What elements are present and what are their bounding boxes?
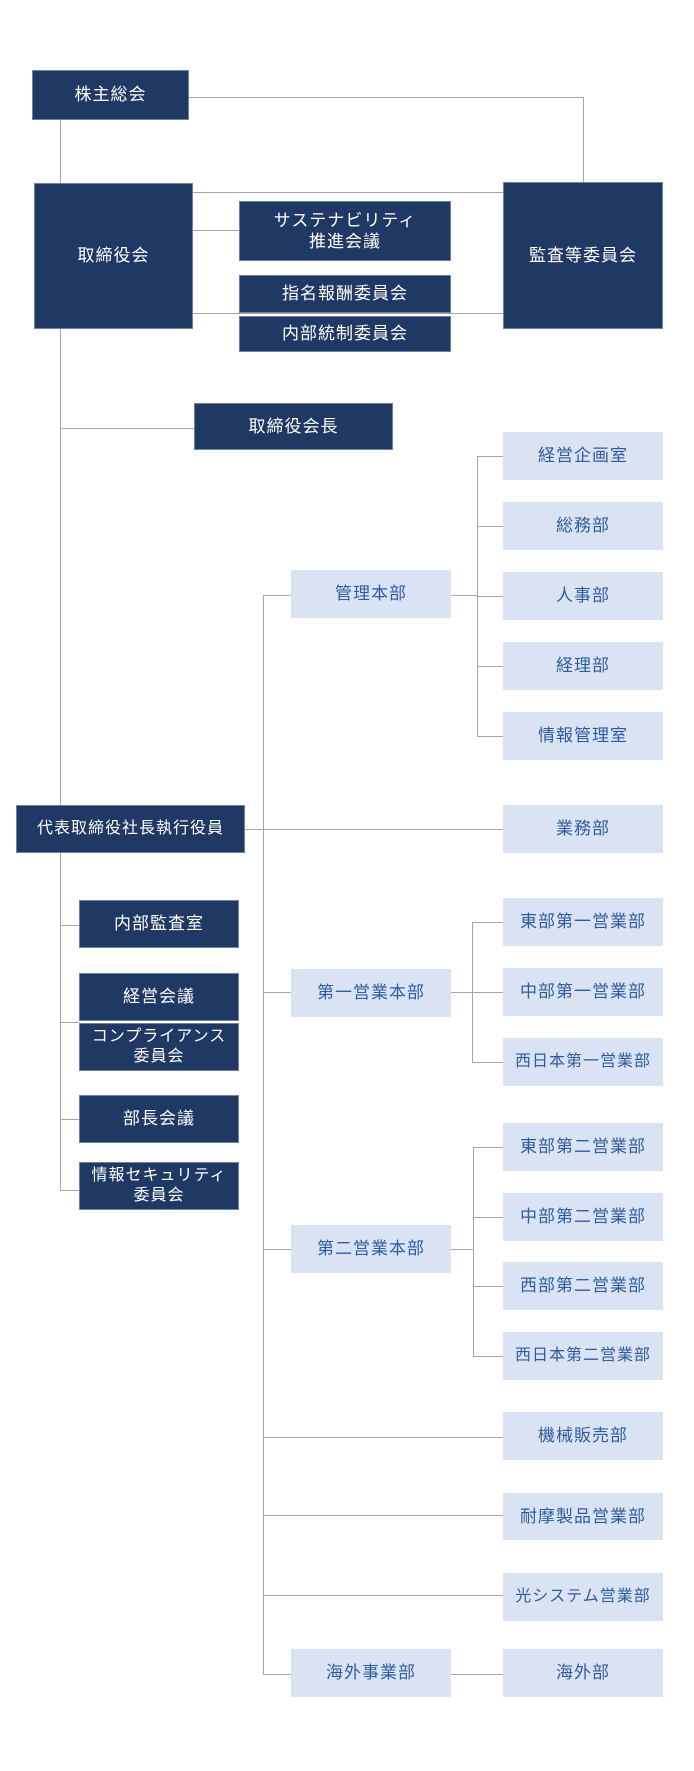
org-box-corporate-planning-office: 経営企画室: [503, 432, 663, 480]
connector-line: [245, 829, 503, 830]
connector-line: [263, 1674, 291, 1675]
org-box-west-japan-sales-dept-1: 西日本第一営業部: [503, 1038, 663, 1086]
connector-line: [451, 1674, 503, 1675]
connector-line: [583, 97, 584, 182]
org-box-administration-division: 管理本部: [291, 570, 451, 618]
connector-line: [60, 1119, 79, 1120]
org-box-machinery-sales-dept: 機械販売部: [503, 1412, 663, 1460]
connector-line: [60, 853, 61, 1190]
org-box-information-security-committee: 情報セキュリティ 委員会: [79, 1162, 239, 1210]
org-box-accounting-dept: 経理部: [503, 642, 663, 690]
org-box-optical-system-sales-dept: 光システム営業部: [503, 1573, 663, 1621]
connector-line: [451, 595, 477, 596]
org-box-chairman-of-the-board: 取締役会長: [194, 403, 393, 450]
connector-line: [451, 1249, 473, 1250]
connector-line: [477, 666, 503, 667]
connector-line: [473, 1286, 503, 1287]
org-box-central-sales-dept-1: 中部第一営業部: [503, 968, 663, 1016]
org-box-wear-resistant-products-sales-dept: 耐摩製品営業部: [503, 1493, 663, 1540]
connector-line: [263, 1437, 503, 1438]
org-box-management-council: 経営会議: [79, 973, 239, 1021]
org-box-overseas-business-division: 海外事業部: [291, 1649, 451, 1697]
org-box-eastern-sales-dept-2: 東部第二営業部: [503, 1123, 663, 1171]
org-box-eastern-sales-dept-1: 東部第一営業部: [503, 898, 663, 946]
org-box-general-managers-meeting: 部長会議: [79, 1095, 239, 1143]
org-box-internal-audit-office: 内部監査室: [79, 900, 239, 948]
connector-line: [60, 1022, 79, 1023]
connector-line: [263, 595, 291, 596]
connector-line: [189, 97, 583, 98]
connector-line: [263, 1515, 503, 1516]
connector-line: [60, 120, 61, 183]
connector-line: [60, 1190, 79, 1191]
org-box-internal-control-committee: 内部統制委員会: [239, 316, 451, 352]
connector-line: [263, 1249, 291, 1250]
connector-line: [193, 313, 503, 314]
org-box-information-management-office: 情報管理室: [503, 712, 663, 760]
org-box-sales-division-2: 第二営業本部: [291, 1225, 451, 1273]
connector-line: [473, 1217, 503, 1218]
connector-line: [263, 992, 291, 993]
connector-line: [472, 992, 503, 993]
connector-line: [473, 1147, 474, 1356]
org-box-sales-division-1: 第一営業本部: [291, 969, 451, 1017]
connector-line: [477, 526, 503, 527]
org-box-president-executive-officer: 代表取締役社長執行役員: [16, 805, 245, 853]
org-box-operations-dept: 業務部: [503, 805, 663, 853]
connector-line: [472, 1062, 503, 1063]
connector-line: [60, 329, 61, 805]
connector-line: [193, 230, 239, 231]
connector-line: [473, 1356, 503, 1357]
connector-line: [473, 1147, 503, 1148]
org-box-shareholders-meeting: 株主総会: [32, 70, 189, 120]
org-box-compliance-committee: コンプライアンス 委員会: [79, 1023, 239, 1071]
connector-line: [477, 596, 503, 597]
org-box-central-sales-dept-2: 中部第二営業部: [503, 1193, 663, 1241]
org-box-audit-committee: 監査等委員会: [503, 182, 663, 329]
connector-line: [263, 1595, 503, 1596]
org-box-nomination-compensation-committee: 指名報酬委員会: [239, 275, 451, 313]
connector-line: [477, 456, 503, 457]
org-box-west-japan-sales-dept-2: 西日本第二営業部: [503, 1332, 663, 1380]
org-box-general-affairs-dept: 総務部: [503, 502, 663, 550]
org-box-sustainability-council: サステナビリティ 推進会議: [239, 201, 451, 261]
connector-line: [263, 595, 264, 1674]
connector-line: [60, 925, 79, 926]
connector-line: [472, 922, 503, 923]
connector-line: [451, 992, 472, 993]
org-box-overseas-dept: 海外部: [503, 1649, 663, 1697]
connector-line: [477, 736, 503, 737]
connector-line: [193, 192, 503, 193]
org-box-western-sales-dept-2: 西部第二営業部: [503, 1262, 663, 1310]
connector-line: [60, 428, 194, 429]
org-box-board-of-directors: 取締役会: [34, 183, 193, 329]
org-box-hr-dept: 人事部: [503, 572, 663, 620]
